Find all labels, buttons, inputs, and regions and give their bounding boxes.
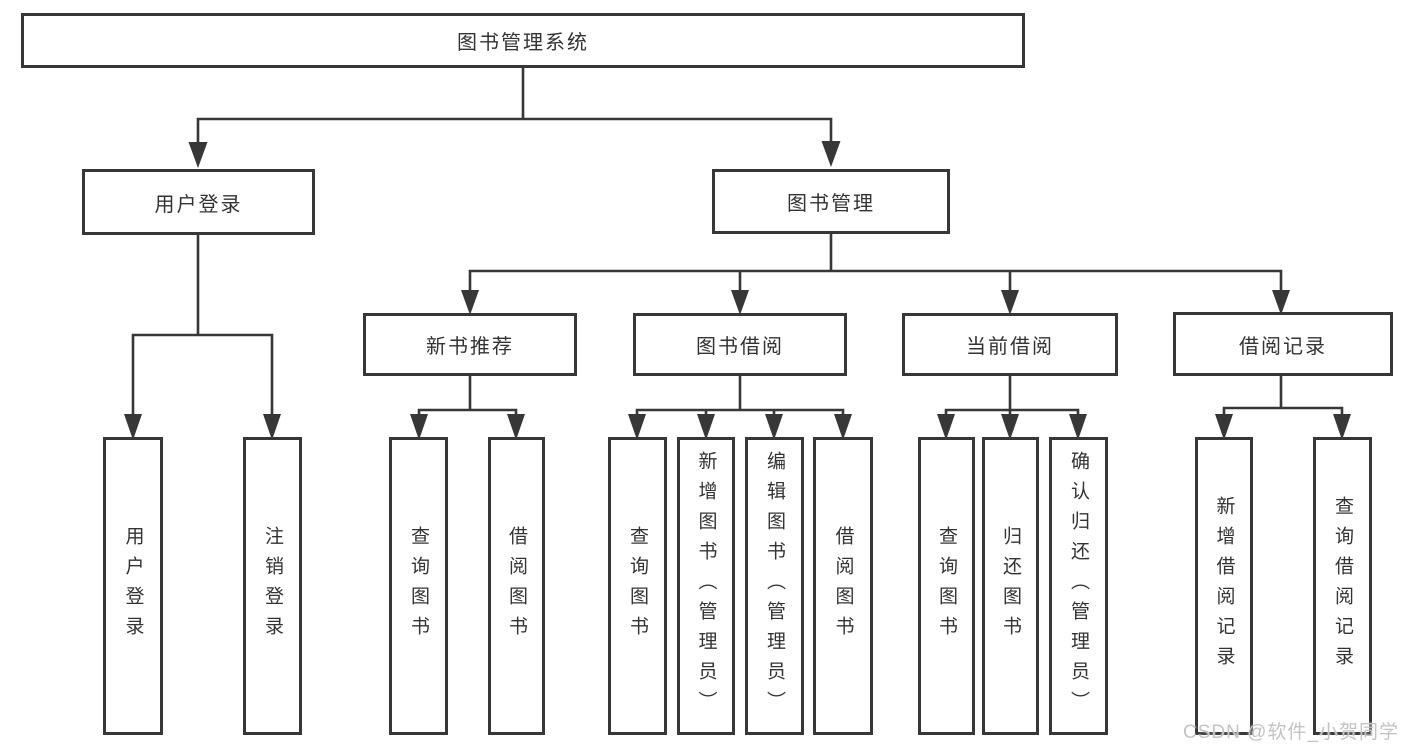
csdn-watermark: CSDN @软件_小贺同学 xyxy=(1183,722,1399,743)
leaf-edit-books-admin: 编辑图书（管理员） xyxy=(745,437,804,735)
leaf-label: 查询图书 xyxy=(936,526,957,646)
node-new-book-recommend: 新书推荐 xyxy=(363,313,577,376)
leaf-add-borrow-record: 新增借阅记录 xyxy=(1195,437,1253,735)
leaf-label: 新增借阅记录 xyxy=(1213,496,1235,676)
leaf-label: 归还图书 xyxy=(1000,526,1021,646)
node-label: 新书推荐 xyxy=(426,336,514,358)
leaf-user-login: 用户登录 xyxy=(103,437,163,735)
node-label: 当前借阅 xyxy=(966,336,1054,358)
leaf-label: 查询借阅记录 xyxy=(1332,496,1353,676)
node-root-label: 图书管理系统 xyxy=(457,32,589,54)
node-label: 借阅记录 xyxy=(1239,335,1327,358)
leaf-query-books-borrow: 查询图书 xyxy=(608,437,667,735)
arrowheads xyxy=(124,141,1351,440)
leaf-borrow-books-recommend: 借阅图书 xyxy=(488,437,545,735)
leaf-label: 用户登录 xyxy=(122,526,144,646)
leaf-label: 注销登录 xyxy=(262,526,283,646)
leaf-label: 查询图书 xyxy=(627,526,648,646)
leaf-label: 借阅图书 xyxy=(506,526,527,646)
node-current-borrow: 当前借阅 xyxy=(902,313,1118,376)
leaf-logout: 注销登录 xyxy=(243,437,302,735)
node-book-borrow: 图书借阅 xyxy=(633,313,847,376)
node-user-login: 用户登录 xyxy=(82,169,315,235)
leaf-add-books-admin: 新增图书（管理员） xyxy=(677,437,735,735)
node-borrow-records: 借阅记录 xyxy=(1173,312,1393,376)
node-label: 图书借阅 xyxy=(696,336,784,358)
node-label: 图书管理 xyxy=(787,193,875,215)
node-root: 图书管理系统 xyxy=(21,13,1025,68)
node-label: 用户登录 xyxy=(154,193,243,216)
leaf-return-books: 归还图书 xyxy=(982,437,1039,735)
leaf-query-books-current: 查询图书 xyxy=(918,437,975,735)
leaf-label: 借阅图书 xyxy=(832,526,854,646)
node-book-management: 图书管理 xyxy=(712,169,950,234)
leaf-label: 新增图书（管理员） xyxy=(695,451,717,721)
leaf-label: 确认归还（管理员） xyxy=(1068,451,1089,721)
tree-edges xyxy=(131,66,1344,419)
leaf-query-books-recommend: 查询图书 xyxy=(389,437,448,735)
leaf-query-borrow-record: 查询借阅记录 xyxy=(1313,437,1372,735)
leaf-confirm-return-admin: 确认归还（管理员） xyxy=(1049,437,1108,735)
leaf-borrow-books: 借阅图书 xyxy=(813,437,873,735)
leaf-label: 编辑图书（管理员） xyxy=(764,451,785,721)
leaf-label: 查询图书 xyxy=(408,526,429,646)
